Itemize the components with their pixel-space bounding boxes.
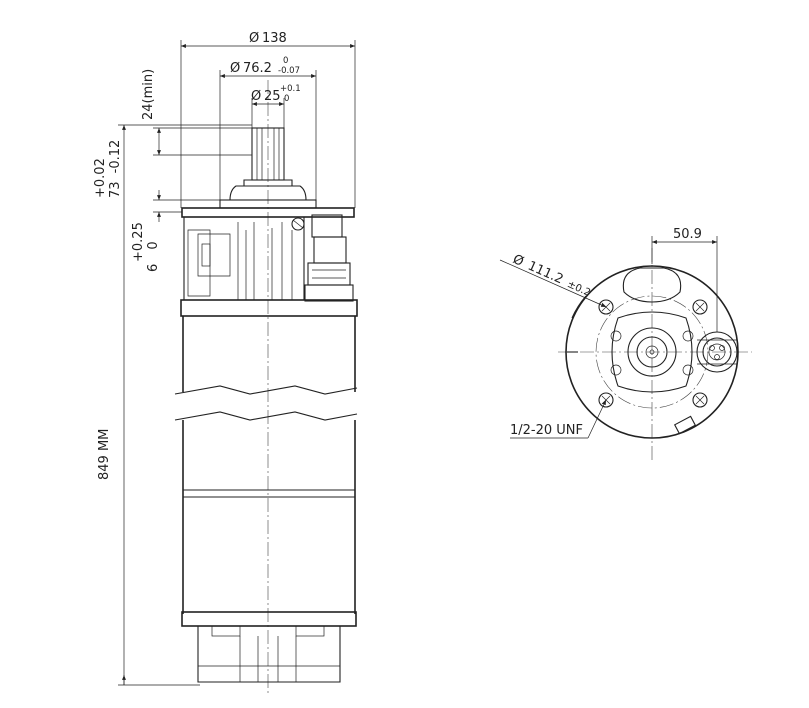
dim-overall-label: 849 MM	[97, 429, 112, 480]
dim-overall-length: 849 MM	[97, 429, 200, 686]
hub-middle	[636, 336, 668, 368]
dim-outer-diameter: Ø 138	[180, 31, 356, 208]
dim-flange-thickness: +0.25 6 0	[131, 190, 220, 272]
dim-shaft-length-label: 24(min)	[141, 69, 156, 120]
dim-shaft-tol-upper: +0.1	[280, 84, 301, 94]
dim-flange-tol-lower: -0.07	[278, 66, 300, 76]
motor-body	[174, 299, 358, 627]
bolt-circle	[595, 295, 709, 409]
end-view: 50.9 Ø 111.2 ±0.2 1/2-20 UNF	[499, 227, 752, 462]
bottom-feet	[197, 625, 341, 683]
hub-center	[649, 349, 655, 355]
dim-bolt-value: 111.2	[525, 259, 565, 288]
dim-outer-symbol: Ø	[249, 31, 259, 46]
flange-hole-3	[610, 364, 622, 376]
dim-6-value: 6	[146, 264, 161, 272]
dim-flange-symbol: Ø	[230, 61, 240, 76]
svg-text:Ø 111.2 ±0.2: Ø 111.2 ±0.2	[510, 252, 593, 300]
dim-50-9-label: 50.9	[673, 227, 702, 242]
thread-label: 1/2-20 UNF	[510, 423, 583, 438]
svg-text:73 -0.12: 73 -0.12	[108, 140, 123, 198]
svg-text:6 0: 6 0	[146, 241, 161, 272]
connector-side	[304, 214, 354, 302]
dim-flange-value: 76.2	[243, 61, 272, 76]
thread-callout: 1/2-20 UNF	[510, 399, 607, 439]
dim-shaft-symbol: Ø	[251, 89, 261, 104]
dim-bolt-circle: Ø 111.2 ±0.2	[499, 252, 607, 308]
dim-shaft-length: 24(min)	[141, 69, 252, 156]
dim-shaft-diameter: Ø 25 +0.1 0	[251, 84, 301, 128]
dim-flange-tol-upper: 0	[283, 56, 288, 66]
dim-bolt-symbol: Ø	[510, 252, 525, 270]
tab	[673, 415, 697, 435]
mounting-holes	[598, 299, 708, 408]
dim-6-tol-upper: +0.25	[131, 222, 146, 262]
dim-connector-offset: 50.9	[651, 227, 718, 332]
top-cutout	[622, 267, 682, 303]
dim-73-tol-upper: +0.02	[93, 158, 108, 198]
dim-73-value: 73	[108, 181, 123, 198]
dim-6-tol-lower: 0	[146, 241, 161, 249]
dim-shaft-tol-lower: 0	[284, 94, 289, 104]
outer-circle	[565, 265, 739, 439]
head-housing	[183, 217, 305, 301]
flange-hole-1	[610, 330, 622, 342]
dim-outer-value: 138	[262, 31, 287, 46]
dim-bolt-tol: ±0.2	[565, 279, 592, 299]
top-plate	[181, 207, 355, 218]
side-view: Ø 138 Ø 76.2 0 -0.07 Ø 25 +0.1 0	[93, 31, 358, 695]
dim-flange-diameter: Ø 76.2 0 -0.07	[219, 56, 317, 200]
flange-hole-2	[682, 330, 694, 342]
hub-outer	[627, 327, 677, 377]
hub-spline	[645, 345, 659, 359]
dim-shaft-to-flange: +0.02 73 -0.12	[93, 124, 252, 685]
flange-hole-4	[682, 364, 694, 376]
spline-shaft	[251, 127, 285, 181]
dim-shaft-value: 25	[264, 89, 281, 104]
dim-73-tol-lower: -0.12	[108, 140, 123, 174]
